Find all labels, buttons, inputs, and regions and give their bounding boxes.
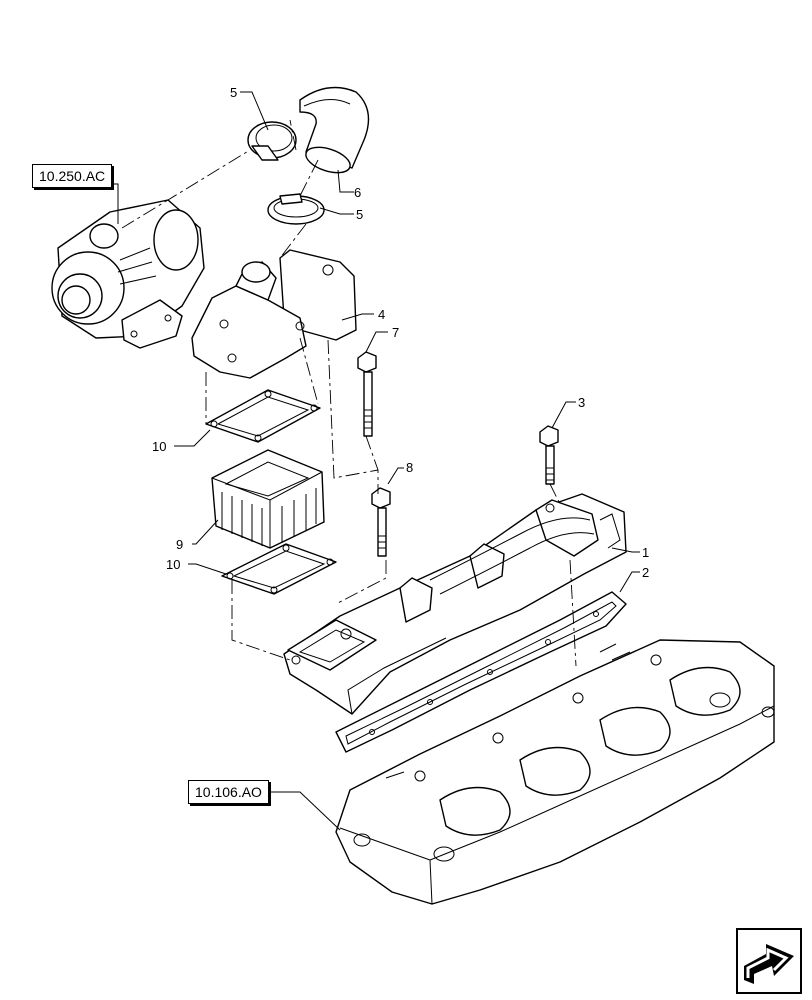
callout-1: 1	[642, 545, 649, 560]
bolt-8	[371, 487, 391, 557]
callout-2: 2	[642, 565, 649, 580]
next-page-arrow-icon[interactable]	[736, 928, 802, 994]
callout-9: 9	[176, 537, 183, 552]
leader-lines	[112, 91, 640, 831]
callout-4: 4	[378, 307, 385, 322]
grid-heater	[211, 449, 325, 549]
callout-7: 7	[392, 325, 399, 340]
bolt-7	[357, 351, 377, 437]
turbocharger	[51, 199, 205, 349]
hose	[299, 86, 370, 174]
callout-3: 3	[578, 395, 585, 410]
callout-6: 6	[354, 185, 361, 200]
hose-clamp-lower	[267, 193, 325, 225]
gasket-lower	[221, 543, 337, 595]
intake-manifold	[283, 493, 627, 715]
callout-5-lower: 5	[356, 207, 363, 222]
assembly-center-lines	[121, 119, 577, 667]
callout-10-upper: 10	[152, 439, 166, 454]
callout-5-upper: 5	[230, 85, 237, 100]
manifold-gasket	[335, 591, 627, 753]
reference-label-cylinder-head[interactable]: 10.106.AO	[188, 780, 269, 804]
intake-elbow	[191, 249, 357, 379]
callout-labels: 5 6 5 4 7 10 9 10 8 3 1 2	[152, 85, 649, 580]
cylinder-head	[335, 639, 775, 905]
reference-label-turbocharger[interactable]: 10.250.AC	[32, 164, 113, 188]
callout-10-lower: 10	[166, 557, 180, 572]
callout-8: 8	[406, 460, 413, 475]
hose-clamp-upper	[247, 121, 297, 161]
gasket-upper	[205, 389, 321, 443]
bolt-3	[539, 425, 559, 485]
